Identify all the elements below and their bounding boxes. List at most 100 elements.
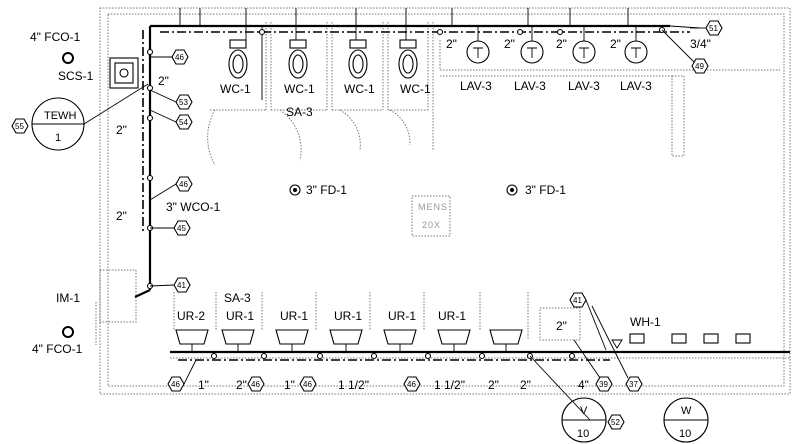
water-closet <box>288 39 308 79</box>
service-sink <box>109 57 139 89</box>
tag-number: 55 <box>15 122 24 131</box>
wall-hydrants <box>611 333 751 349</box>
tewh-name: TEWH <box>44 110 76 122</box>
pipe-size: 2" <box>116 123 127 137</box>
wall-cleanout-label: 3" WCO-1 <box>166 200 221 214</box>
lavatory <box>572 40 596 64</box>
pipe-size: 1 1/2" <box>338 378 369 392</box>
pipe-size: 2" <box>488 378 499 392</box>
hex-tag: 51 <box>690 20 723 36</box>
urinal-label: UR-1 <box>438 309 466 323</box>
sa3-label: SA-3 <box>286 105 313 119</box>
svg-text:41: 41 <box>177 281 186 290</box>
urinal-label: UR-1 <box>334 309 362 323</box>
floor-drains <box>289 184 518 196</box>
callout-number: 10 <box>577 428 589 440</box>
hex-tag: 46 <box>167 359 197 392</box>
callout-letter: W <box>681 405 692 417</box>
tag-number: 52 <box>611 418 620 427</box>
lavatory <box>520 40 544 64</box>
wc-label: WC-1 <box>400 82 431 96</box>
urinal-label: UR-1 <box>226 309 254 323</box>
hex-tag: 46 <box>149 176 193 201</box>
svg-text:46: 46 <box>407 380 416 389</box>
lav-label: LAV-3 <box>568 79 600 93</box>
hex-tags: 51 49 46 53 54 46 45 41 46 46 46 46 39 3… <box>149 20 723 392</box>
wc-label: WC-1 <box>284 82 315 96</box>
sa3-label: SA-3 <box>224 291 251 305</box>
hex-tag: 54 <box>149 109 193 130</box>
hex-tag: 45 <box>150 220 191 236</box>
hex-tag: 46 <box>403 376 421 392</box>
hex-tag: 49 <box>661 29 709 74</box>
callout-number: 10 <box>679 428 691 440</box>
room-name: MENS <box>418 202 448 212</box>
svg-text:46: 46 <box>175 53 184 62</box>
svg-text:46: 46 <box>171 380 180 389</box>
pipe-size: 1" <box>198 378 209 392</box>
urinal <box>383 329 417 345</box>
urinal-label: UR-1 <box>280 309 308 323</box>
svg-text:54: 54 <box>179 118 188 127</box>
pipe-size: 2" <box>610 37 621 51</box>
urinal <box>329 329 363 345</box>
urinals <box>175 329 523 345</box>
cleanouts <box>62 52 74 338</box>
urinal <box>175 329 209 345</box>
tewh-number: 1 <box>55 132 61 144</box>
svg-text:49: 49 <box>695 62 704 71</box>
hex-tag: 46 <box>150 49 189 65</box>
cleanout-label: 4" FCO-1 <box>32 342 83 356</box>
lav-label: LAV-3 <box>514 79 546 93</box>
lavatory <box>624 40 648 64</box>
water-closet <box>348 39 368 79</box>
svg-text:46: 46 <box>303 380 312 389</box>
service-sink-label: SCS-1 <box>58 69 94 83</box>
urinal <box>437 329 471 345</box>
hex-tag: 39 <box>573 339 613 392</box>
hex-tag: 53 <box>149 89 193 110</box>
room-number: 20X <box>422 220 441 230</box>
urinal <box>221 329 255 345</box>
wc-label: WC-1 <box>220 82 251 96</box>
cleanout-label: 4" FCO-1 <box>30 30 81 44</box>
pipe-size: 2" <box>556 319 567 333</box>
piping <box>134 8 790 361</box>
hex-tag: 41 <box>569 292 607 351</box>
pipe-size: 2" <box>504 37 515 51</box>
pipe-size: 2" <box>520 378 531 392</box>
pipe-size: 1" <box>284 378 295 392</box>
callout-letter: V <box>580 405 588 417</box>
floor-drain-label: 3" FD-1 <box>306 183 347 197</box>
lavatory <box>466 40 490 64</box>
pipe-size: 2" <box>556 37 567 51</box>
urinal <box>275 329 309 345</box>
wc-label: WC-1 <box>344 82 375 96</box>
hex-tag: 46 <box>247 376 265 392</box>
lavatories <box>466 40 648 64</box>
lav-label: LAV-3 <box>620 79 652 93</box>
pipe-size: 3/4" <box>690 37 711 51</box>
svg-text:51: 51 <box>709 24 718 33</box>
svg-text:37: 37 <box>629 380 638 389</box>
svg-text:53: 53 <box>179 98 188 107</box>
pipe-fittings <box>146 26 666 360</box>
svg-text:39: 39 <box>599 380 608 389</box>
svg-text:45: 45 <box>177 224 186 233</box>
lav-label: LAV-3 <box>460 79 492 93</box>
urinal-label: UR-2 <box>177 309 205 323</box>
pipe-size: 2" <box>446 37 457 51</box>
water-closet <box>398 39 418 79</box>
water-closets <box>228 39 418 79</box>
hex-tag: 46 <box>299 376 317 392</box>
pipe-size: 2" <box>116 209 127 223</box>
svg-text:46: 46 <box>179 180 188 189</box>
pipe-size: 2" <box>158 74 169 88</box>
floor-drain-label: 3" FD-1 <box>525 183 566 197</box>
pipe-size: 2" <box>236 378 247 392</box>
labels: 4" FCO-1 4" FCO-1 SCS-1 2" WC-1 WC-1 WC-… <box>30 30 711 392</box>
svg-text:46: 46 <box>251 380 260 389</box>
water-heater-label: WH-1 <box>630 315 661 329</box>
urinal-label: UR-1 <box>388 309 416 323</box>
